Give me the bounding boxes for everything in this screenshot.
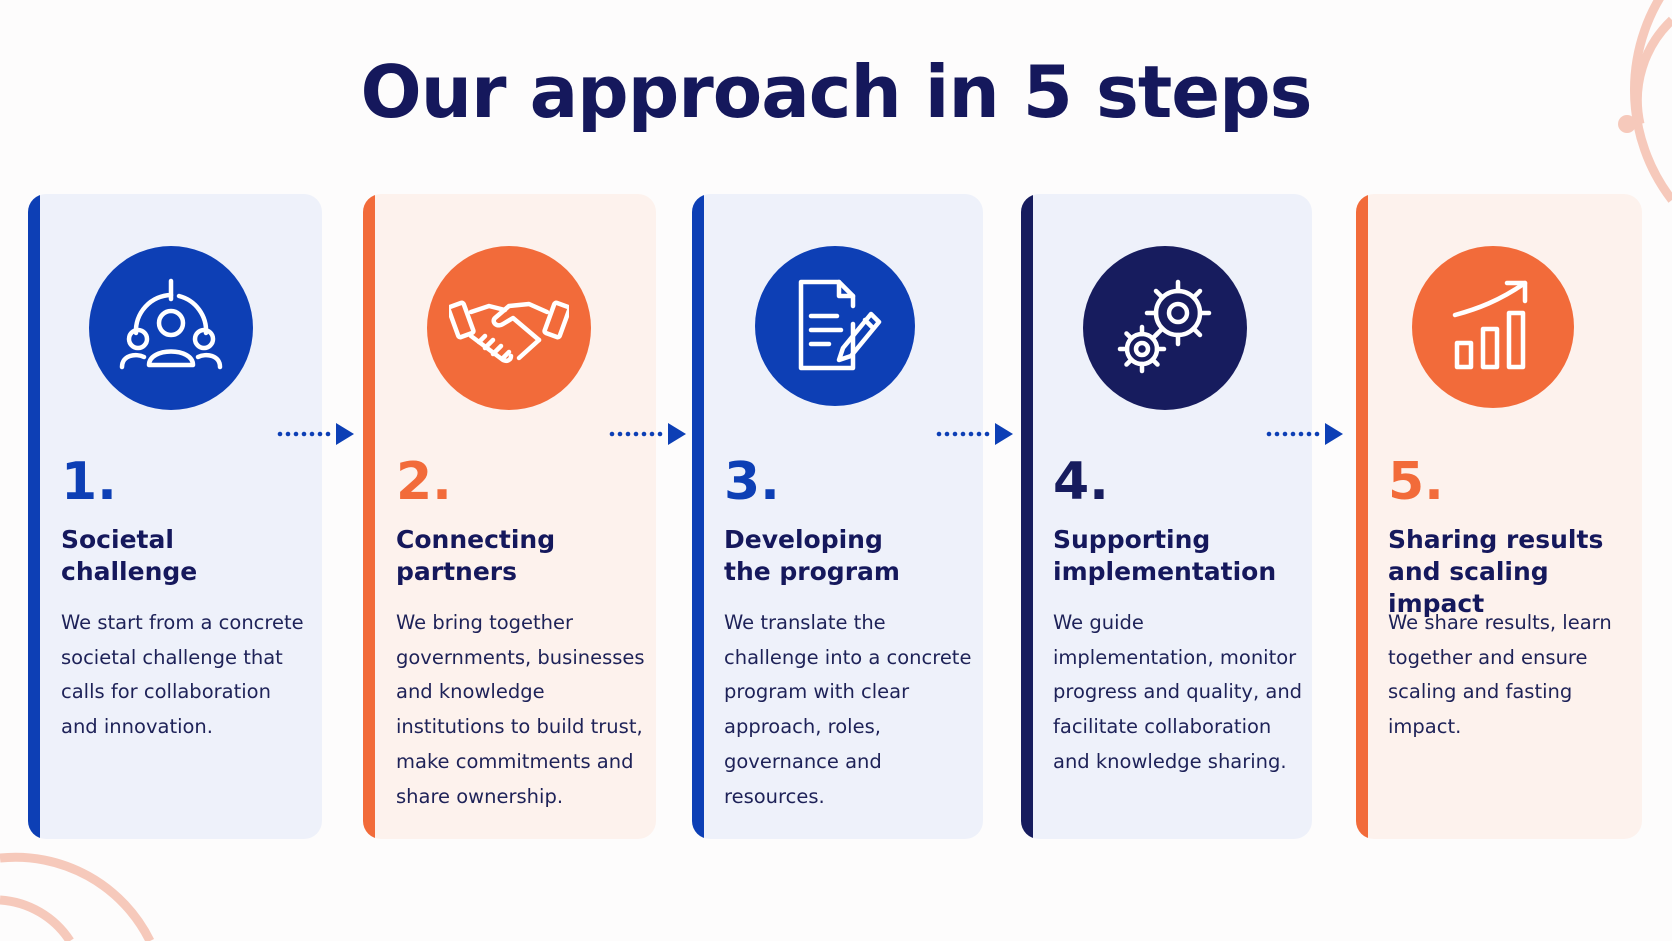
step-heading: Supporting implementation [1053,525,1277,586]
step-heading: Sharing results and scaling impact [1388,525,1604,618]
dotted-arrow-2-3 [609,423,686,445]
handshake-icon [449,300,569,364]
document-pen-icon [798,279,882,371]
card-edge [363,194,375,839]
step-description: We start from a concrete societal challe… [61,611,304,739]
card-edge [1356,194,1368,839]
step-number: 4. [1053,452,1109,512]
step-description: We translate the challenge into a concre… [724,611,972,808]
gears-icon [1117,279,1212,374]
icon-badge [427,246,591,410]
people-target-icon [119,278,223,370]
card-edge [692,194,704,839]
step-card-5: 5. Sharing results and scaling impact We… [1356,194,1642,839]
step-description: We guide implementation, monitor progres… [1053,611,1303,773]
step-heading: Connecting partners [396,525,556,586]
step-heading: Societal challenge [61,525,198,586]
step-number: 5. [1388,452,1444,512]
step-card-3: 3. Developing the program We translate t… [692,194,983,839]
icon-badge [1412,246,1574,408]
step-description: We bring together governments, businesse… [396,611,645,808]
dotted-arrow-3-4 [936,423,1013,445]
deco-arc-bottom-inner [0,895,74,941]
dotted-arrow-1-2 [277,423,354,445]
icon-badge [1083,246,1247,410]
page-title: Our approach in 5 steps [360,50,1313,134]
step-card-4: 4. Supporting implementation We guide im… [1021,194,1312,839]
step-heading: Developing the program [724,525,900,586]
step-number: 2. [396,452,452,512]
growth-chart-icon [1452,280,1528,370]
step-card-2: 2. Connecting partners We bring together… [363,194,656,839]
card-edge [1021,194,1033,839]
step-number: 3. [724,452,780,512]
dotted-arrow-4-5 [1266,423,1343,445]
card-edge [28,194,40,839]
icon-badge [755,246,915,406]
step-description: We share results, learn together and ens… [1388,611,1612,739]
deco-arc-bottom-outer [0,852,155,941]
icon-badge [89,246,253,410]
step-card-1: 1. Societal challenge We start from a co… [28,194,322,839]
step-number: 1. [61,452,117,512]
